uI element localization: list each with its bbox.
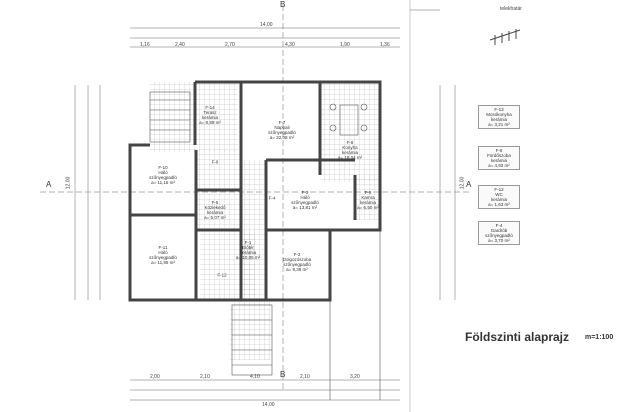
north-arrow-icon — [489, 29, 521, 45]
stairs — [149, 91, 381, 400]
bottom-dimension: 4,10 — [250, 374, 260, 380]
bottom-dimension: 2,00 — [150, 374, 160, 380]
section-mark-a-right: A — [466, 180, 472, 189]
top-dimension: 1,16 — [140, 42, 150, 48]
bottom-total-dimension: 14,00 — [262, 402, 275, 408]
left-total-dimension: 12,00 — [65, 176, 72, 190]
bottom-dimension: 2,10 — [200, 374, 210, 380]
top-dimension: 1,90 — [340, 42, 350, 48]
right-total-dimension: 12,00 — [459, 176, 466, 190]
north-label: telekhatár — [500, 6, 522, 12]
section-mark-b-top: B — [280, 0, 286, 9]
drawing-scale: m=1:100 — [585, 334, 614, 341]
walls — [128, 80, 382, 302]
top-dimension: 2,40 — [175, 42, 185, 48]
top-dimension: 1,36 — [380, 42, 390, 48]
top-total-dimension: 14,00 — [260, 22, 273, 28]
top-dimension: 4,30 — [285, 42, 295, 48]
dimension-lines — [40, 0, 470, 412]
room-label-wc-small: F-12 — [217, 272, 227, 278]
room-label-furdo-small: F-6 — [211, 159, 219, 165]
bottom-dimension: 3,20 — [350, 374, 360, 380]
drawing-title: Földszinti alaprajz — [465, 330, 570, 344]
top-dimension: 2,70 — [225, 42, 235, 48]
section-mark-b-bottom: B — [280, 370, 286, 379]
bottom-dimension: 2,10 — [300, 374, 310, 380]
section-mark-a-left: A — [46, 180, 52, 189]
room-label-gardrob-small: F-4 — [268, 195, 276, 201]
